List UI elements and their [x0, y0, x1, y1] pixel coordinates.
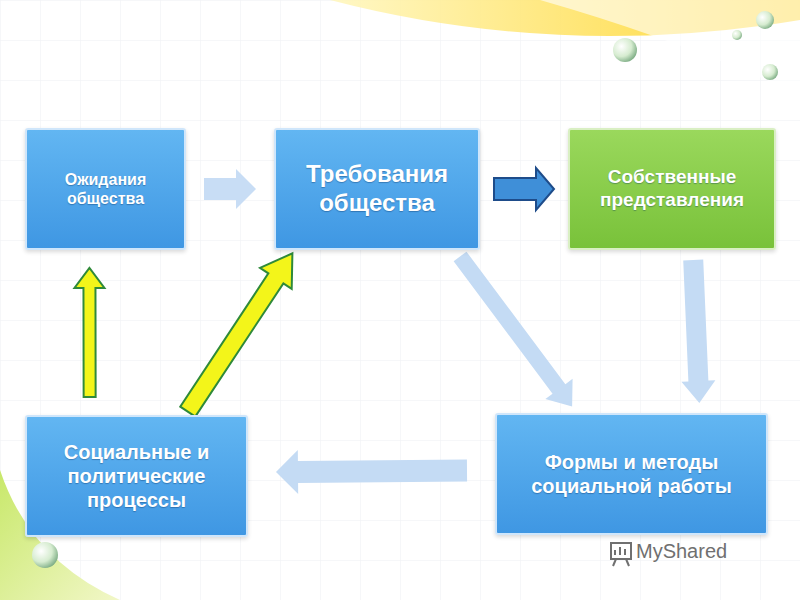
- water-drop: [762, 64, 778, 80]
- block-arrow: [494, 168, 554, 210]
- node-label: Требования общества: [286, 160, 468, 218]
- block-arrow: [454, 252, 573, 407]
- water-drop: [756, 11, 774, 29]
- block-arrow: [681, 260, 715, 403]
- node-label: Формы и методы социальной работы: [507, 450, 756, 498]
- process-box: Социальные и политические процессы: [25, 415, 248, 537]
- block-arrow: [276, 450, 467, 494]
- requirement-box: Требования общества: [274, 128, 480, 250]
- block-arrow: [74, 268, 104, 397]
- expectation-box: Ожидания общества: [25, 128, 186, 250]
- watermark-icon: [611, 543, 631, 566]
- watermark: MyShared: [636, 540, 727, 563]
- block-arrow: [204, 169, 256, 209]
- idea-box: Собственные представления: [568, 128, 776, 250]
- water-drop: [32, 542, 58, 568]
- node-label: Собственные представления: [580, 166, 764, 212]
- block-arrow: [180, 253, 292, 416]
- water-drop: [613, 38, 637, 62]
- top-swoosh-light: [540, 0, 800, 95]
- node-label: Ожидания общества: [37, 170, 174, 208]
- method-box: Формы и методы социальной работы: [495, 413, 768, 535]
- water-drop: [732, 30, 742, 40]
- node-label: Социальные и политические процессы: [37, 440, 236, 512]
